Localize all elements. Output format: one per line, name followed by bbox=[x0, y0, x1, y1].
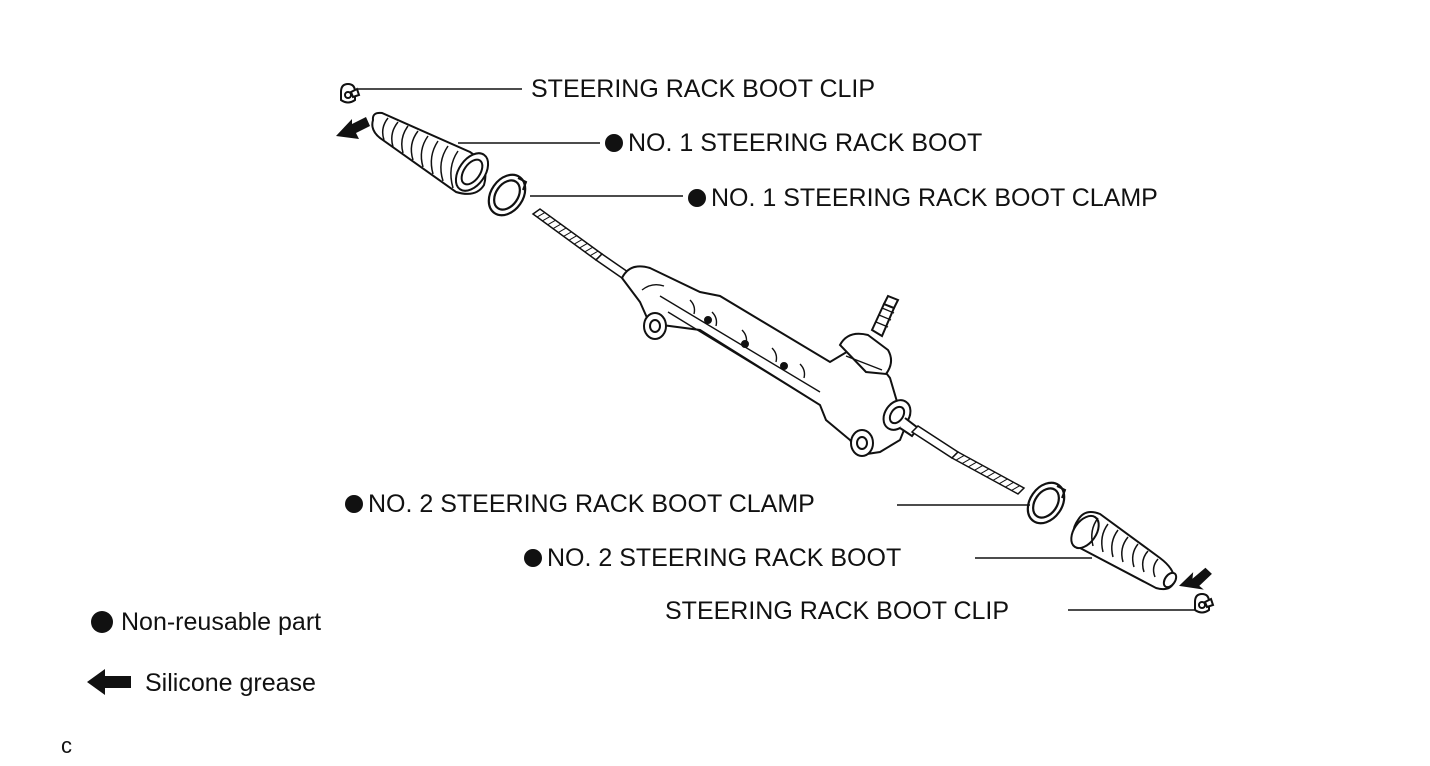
callout-clip-bottom: STEERING RACK BOOT CLIP bbox=[665, 596, 1009, 626]
figure-code: c bbox=[61, 733, 72, 758]
callout-boot-1-text: NO. 1 STEERING RACK BOOT bbox=[628, 129, 983, 157]
clip-bottom-part bbox=[1194, 592, 1215, 614]
callout-clamp-2: NO. 2 STEERING RACK BOOT CLAMP bbox=[345, 489, 815, 519]
clamp-2-part bbox=[1026, 481, 1067, 525]
callout-boot-1: NO. 1 STEERING RACK BOOT bbox=[605, 128, 982, 158]
leader-lines bbox=[358, 88, 1194, 611]
callout-clip-top: STEERING RACK BOOT CLIP bbox=[531, 74, 875, 104]
legend-silicone-grease: Silicone grease bbox=[87, 668, 316, 698]
callout-clamp-2-text: NO. 2 STEERING RACK BOOT CLAMP bbox=[368, 490, 815, 518]
callout-clamp-1: NO. 1 STEERING RACK BOOT CLAMP bbox=[688, 183, 1158, 213]
filled-circle-icon bbox=[688, 189, 706, 207]
tie-rod-right bbox=[910, 425, 1026, 495]
boot-2-part bbox=[1070, 511, 1178, 591]
callout-clamp-1-text: NO. 1 STEERING RACK BOOT CLAMP bbox=[711, 184, 1158, 212]
grease-arrow-top bbox=[336, 117, 370, 139]
clip-top-part bbox=[340, 82, 361, 104]
callout-clip-top-text: STEERING RACK BOOT CLIP bbox=[531, 75, 876, 103]
callout-clip-bottom-text: STEERING RACK BOOT CLIP bbox=[665, 597, 1010, 625]
callout-boot-2: NO. 2 STEERING RACK BOOT bbox=[524, 543, 901, 573]
filled-circle-icon bbox=[345, 495, 363, 513]
legend-non-reusable: Non-reusable part bbox=[91, 607, 321, 637]
legend-non-reusable-text: Non-reusable part bbox=[121, 608, 322, 636]
clamp-1-part bbox=[487, 173, 528, 217]
grease-arrow-bottom bbox=[1179, 567, 1212, 590]
arrow-left-icon bbox=[87, 669, 131, 695]
filled-circle-icon bbox=[91, 611, 113, 633]
filled-circle-icon bbox=[524, 549, 542, 567]
callout-boot-2-text: NO. 2 STEERING RACK BOOT bbox=[547, 544, 902, 572]
tie-rod-left bbox=[531, 208, 630, 279]
boot-1-part bbox=[371, 111, 490, 195]
legend-silicone-grease-text: Silicone grease bbox=[145, 669, 316, 697]
rack-housing bbox=[620, 265, 920, 457]
filled-circle-icon bbox=[605, 134, 623, 152]
